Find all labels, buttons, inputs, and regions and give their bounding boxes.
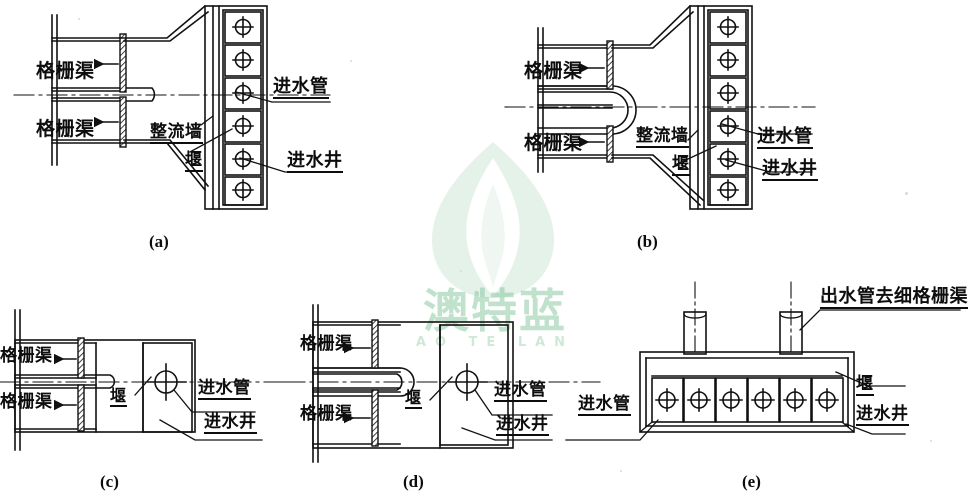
panel-e-drawing xyxy=(565,281,961,441)
panel-b-label-grating-channel-bottom: 格栅渠 xyxy=(524,132,583,154)
panel-e-label-inlet-well: 进水井 xyxy=(856,404,909,426)
panel-c-label-grating-channel-bottom: 格栅渠 xyxy=(0,392,53,412)
caption-a: (a) xyxy=(149,232,169,251)
panel-c-label-grating-channel-top: 格栅渠 xyxy=(0,346,53,366)
caption-b: (b) xyxy=(637,232,658,251)
panel-a-label-inlet-well: 进水井 xyxy=(287,150,343,173)
panel-d-label-inlet-well: 进水井 xyxy=(496,414,549,436)
panel-e-label-inlet-pipe: 进水管 xyxy=(578,394,631,416)
panel-d-drawing xyxy=(284,304,601,463)
caption-c: (c) xyxy=(100,472,119,491)
panel-a-label-inlet-pipe: 进水管 xyxy=(273,76,329,99)
panel-a-label-rectifying-wall: 整流墙 xyxy=(150,122,203,144)
caption-d: (d) xyxy=(403,472,424,491)
panel-d-label-grating-channel-bottom: 格栅渠 xyxy=(300,404,353,424)
panel-c-label-weir: 堰 xyxy=(110,386,127,407)
panel-b-label-grating-channel-top: 格栅渠 xyxy=(524,60,583,82)
panel-a-well-cells xyxy=(224,11,262,206)
panel-d-label-grating-channel-top: 格栅渠 xyxy=(300,334,353,354)
panel-b-label-inlet-well: 进水井 xyxy=(762,158,818,181)
panel-e-label-weir: 堰 xyxy=(856,374,874,396)
panel-e-well-cells xyxy=(651,377,844,423)
panel-b-label-weir: 堰 xyxy=(672,154,690,176)
panel-c-label-inlet-well: 进水井 xyxy=(204,412,257,434)
panel-a-label-weir: 堰 xyxy=(185,150,203,172)
panel-a-label-grating-channel-top: 格栅渠 xyxy=(36,60,95,82)
panel-b-label-rectifying-wall: 整流墙 xyxy=(636,126,689,148)
panel-b-well-cells xyxy=(709,11,747,206)
panel-a-label-grating-channel-bottom: 格栅渠 xyxy=(36,118,95,140)
panel-c-label-inlet-pipe: 进水管 xyxy=(198,378,251,400)
panel-a-drawing xyxy=(13,4,331,210)
panel-e-label-outlet-pipe: 出水管去细格栅渠 xyxy=(820,286,968,309)
panel-c-drawing xyxy=(0,309,301,451)
caption-e: (e) xyxy=(742,472,761,491)
panel-b-drawing xyxy=(504,4,816,210)
panel-b-label-inlet-pipe: 进水管 xyxy=(757,126,813,149)
panel-d-label-inlet-pipe: 进水管 xyxy=(494,380,547,402)
panel-d-label-weir: 堰 xyxy=(405,388,422,409)
